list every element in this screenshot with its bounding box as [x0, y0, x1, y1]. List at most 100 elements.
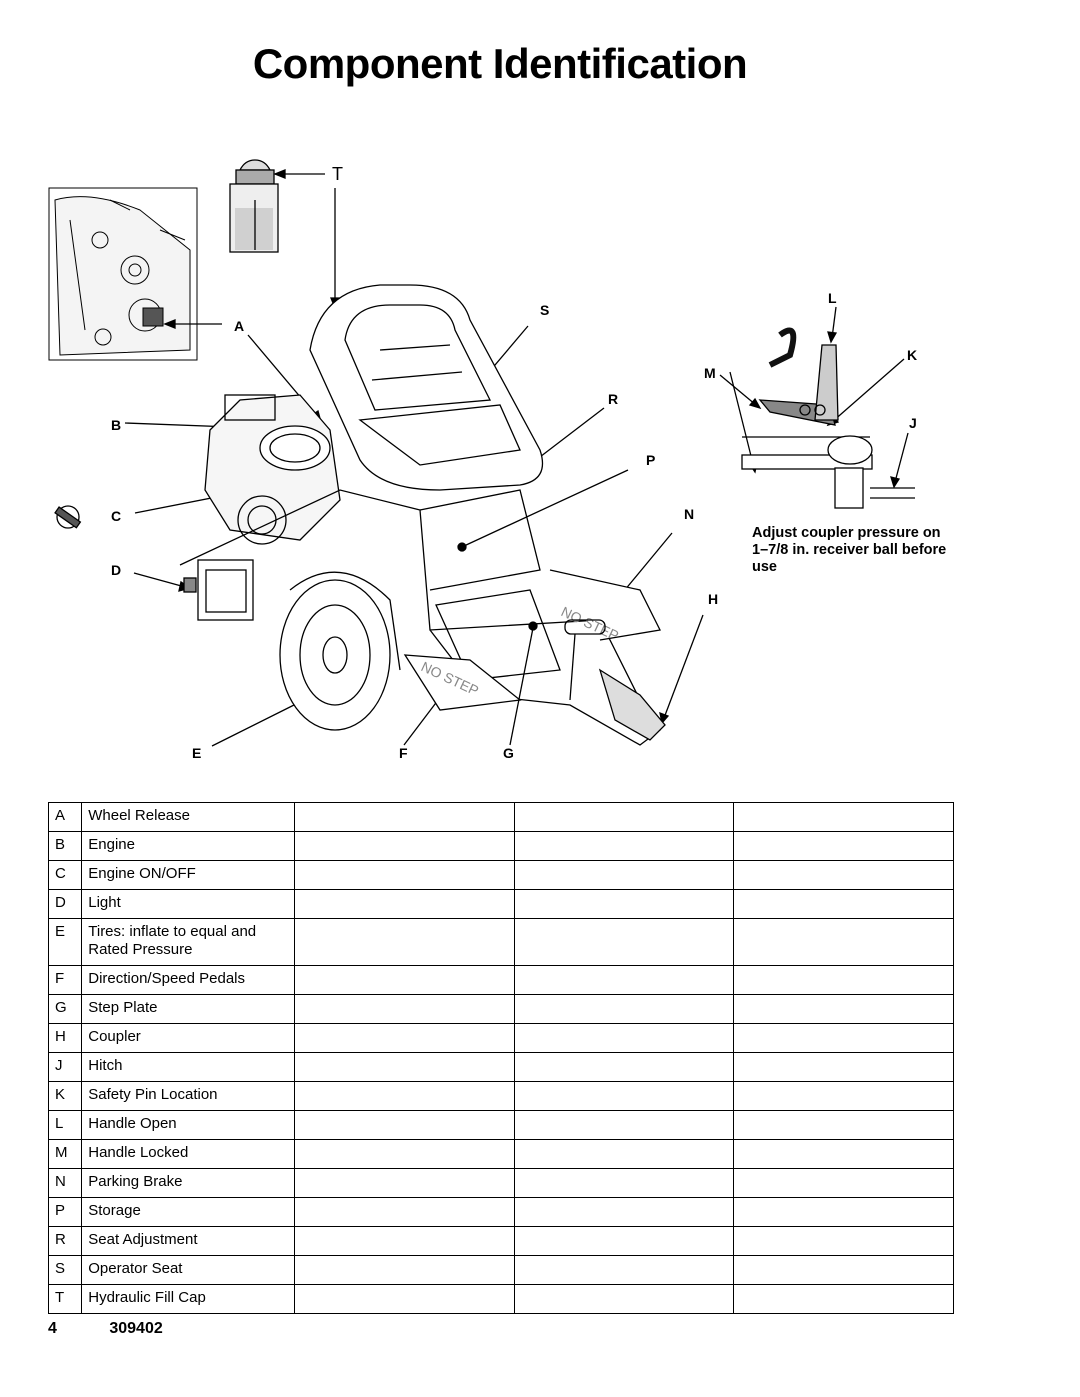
callout-B: B [111, 417, 122, 433]
blank-cell [513, 1197, 735, 1227]
blank-cell [293, 889, 515, 919]
blank-cell [293, 994, 515, 1024]
callout-K: K [907, 347, 918, 363]
part-letter: L [47, 1110, 83, 1140]
blank-cell [513, 889, 735, 919]
callout-L: L [828, 290, 837, 306]
callout-A: A [234, 318, 245, 334]
blank-cell [513, 1081, 735, 1111]
blank-cell [733, 1052, 954, 1082]
part-description: Operator Seat [81, 1255, 295, 1285]
part-letter: T [47, 1284, 83, 1314]
blank-cell [733, 1226, 954, 1256]
blank-cell [293, 1023, 515, 1053]
part-description: Step Plate [81, 994, 295, 1024]
part-letter: B [47, 831, 83, 861]
part-letter: H [47, 1023, 83, 1053]
callout-G: G [503, 745, 514, 761]
part-description: Seat Adjustment [81, 1226, 295, 1256]
callout-J: J [909, 415, 917, 431]
part-letter: A [47, 802, 83, 832]
part-letter: N [47, 1168, 83, 1198]
pump-inset [48, 187, 198, 361]
callout-T: T [332, 164, 343, 184]
blank-cell [733, 1081, 954, 1111]
page-title: Component Identification [252, 40, 748, 87]
part-letter: F [47, 965, 83, 995]
blank-cell [293, 1139, 515, 1169]
part-description: Handle Open [81, 1110, 295, 1140]
blank-cell [293, 802, 515, 832]
blank-cell [513, 831, 735, 861]
part-letter: G [47, 994, 83, 1024]
part-letter: M [47, 1139, 83, 1169]
part-description: Hitch [81, 1052, 295, 1082]
part-description: Wheel Release [81, 802, 295, 832]
part-letter: C [47, 860, 83, 890]
callout-C: C [111, 508, 122, 524]
callout-M: M [704, 365, 716, 381]
page-number: 4 [48, 1320, 57, 1337]
page-footer: 4 309402 [48, 1320, 211, 1338]
switch-icon [54, 505, 82, 529]
part-description: Parking Brake [81, 1168, 295, 1198]
machine-illustration: NO STEP NO STEP [48, 159, 915, 747]
component-figure: NO STEP NO STEP [0, 150, 1080, 770]
part-letter: S [47, 1255, 83, 1285]
blank-cell [293, 1197, 515, 1227]
blank-cell [513, 1255, 735, 1285]
blank-cell [293, 1052, 515, 1082]
blank-cell [733, 994, 954, 1024]
callout-P: P [646, 452, 656, 468]
seat [309, 284, 544, 491]
blank-cell [513, 1168, 735, 1198]
callout-F: F [399, 745, 408, 761]
part-description: Handle Locked [81, 1139, 295, 1169]
part-description: Engine ON/OFF [81, 860, 295, 890]
blank-cell [733, 889, 954, 919]
callout-E: E [192, 745, 202, 761]
callout-H: H [708, 591, 719, 607]
document-number: 309402 [109, 1320, 163, 1337]
blank-cell [733, 802, 954, 832]
part-description: Hydraulic Fill Cap [81, 1284, 295, 1314]
blank-cell [733, 860, 954, 890]
blank-cell [513, 965, 735, 995]
part-description: Storage [81, 1197, 295, 1227]
blank-cell [513, 1023, 735, 1053]
part-letter: E [47, 918, 83, 966]
blank-cell [293, 1081, 515, 1111]
blank-cell [733, 1255, 954, 1285]
blank-cell [513, 1052, 735, 1082]
blank-cell [733, 918, 954, 966]
part-description: Light [81, 889, 295, 919]
part-letter: R [47, 1226, 83, 1256]
blank-cell [513, 1226, 735, 1256]
callout-S: S [540, 302, 550, 318]
blank-cell [733, 1284, 954, 1314]
blank-cell [513, 1284, 735, 1314]
blank-cell [733, 1168, 954, 1198]
blank-cell [293, 1226, 515, 1256]
blank-cell [293, 918, 515, 966]
blank-cell [293, 1168, 515, 1198]
coupler-detail [741, 327, 915, 509]
blank-cell [513, 994, 735, 1024]
part-description: Tires: inflate to equal and Rated Pressu… [81, 918, 295, 966]
blank-cell [513, 860, 735, 890]
